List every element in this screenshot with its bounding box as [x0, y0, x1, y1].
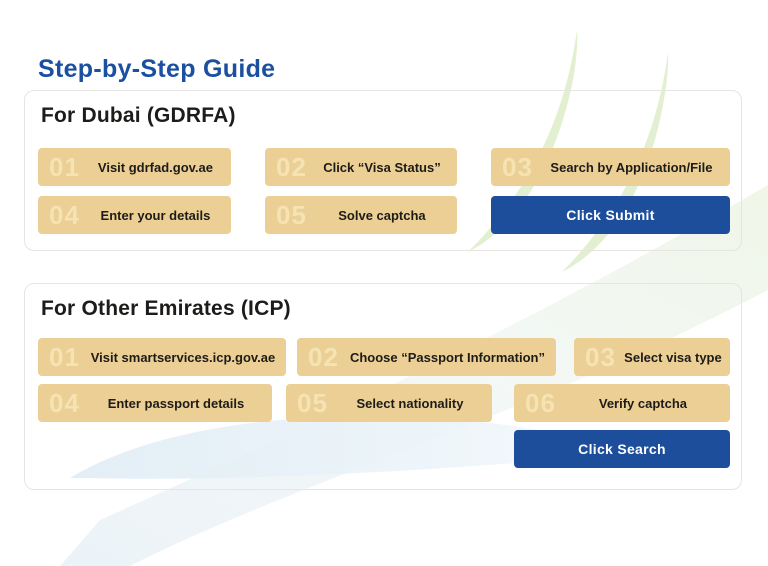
step-number: 03	[502, 152, 533, 182]
step-box: 06 Verify captcha	[514, 384, 730, 422]
step-label: Verify captcha	[598, 395, 688, 411]
step-number: 02	[276, 152, 307, 182]
step-number: 03	[585, 342, 616, 372]
step-box: 04 Enter passport details	[38, 384, 272, 422]
step-box: 02 Choose “Passport Information”	[297, 338, 556, 376]
step-number: 02	[308, 342, 339, 372]
step-label: Select visa type	[624, 349, 722, 365]
step-label: Select nationality	[356, 395, 464, 411]
step-number: 05	[276, 200, 307, 230]
step-number: 04	[49, 388, 80, 418]
step-number: 01	[49, 342, 80, 372]
section-heading-gdrfa: For Dubai (GDRFA)	[41, 104, 236, 127]
step-box: 03 Select visa type	[574, 338, 730, 376]
step-label: Enter passport details	[107, 395, 245, 411]
step-number: 01	[49, 152, 80, 182]
step-box: 05 Solve captcha	[265, 196, 457, 234]
step-label: Choose “Passport Information”	[349, 349, 545, 365]
step-box: 03 Search by Application/File	[491, 148, 730, 186]
step-number: 05	[297, 388, 328, 418]
step-box: 04 Enter your details	[38, 196, 231, 234]
step-label: Visit gdrfad.gov.ae	[97, 159, 214, 175]
step-label: Search by Application/File	[550, 159, 713, 175]
step-label: Enter your details	[100, 207, 211, 223]
click-search-button[interactable]: Click Search	[514, 430, 730, 468]
step-number: 04	[49, 200, 80, 230]
step-box: 01 Visit smartservices.icp.gov.ae	[38, 338, 286, 376]
section-card-icp: For Other Emirates (ICP) 01 Visit smarts…	[24, 283, 742, 490]
step-number: 06	[525, 388, 556, 418]
step-label: Click “Visa Status”	[323, 159, 441, 175]
section-heading-icp: For Other Emirates (ICP)	[41, 297, 291, 320]
step-box: 02 Click “Visa Status”	[265, 148, 457, 186]
page-title: Step-by-Step Guide	[38, 55, 276, 83]
step-label: Solve captcha	[338, 207, 426, 223]
step-box: 05 Select nationality	[286, 384, 492, 422]
step-box: 01 Visit gdrfad.gov.ae	[38, 148, 231, 186]
click-submit-button[interactable]: Click Submit	[491, 196, 730, 234]
step-label: Visit smartservices.icp.gov.ae	[90, 349, 276, 365]
section-card-gdrfa: For Dubai (GDRFA) 01 Visit gdrfad.gov.ae…	[24, 90, 742, 251]
